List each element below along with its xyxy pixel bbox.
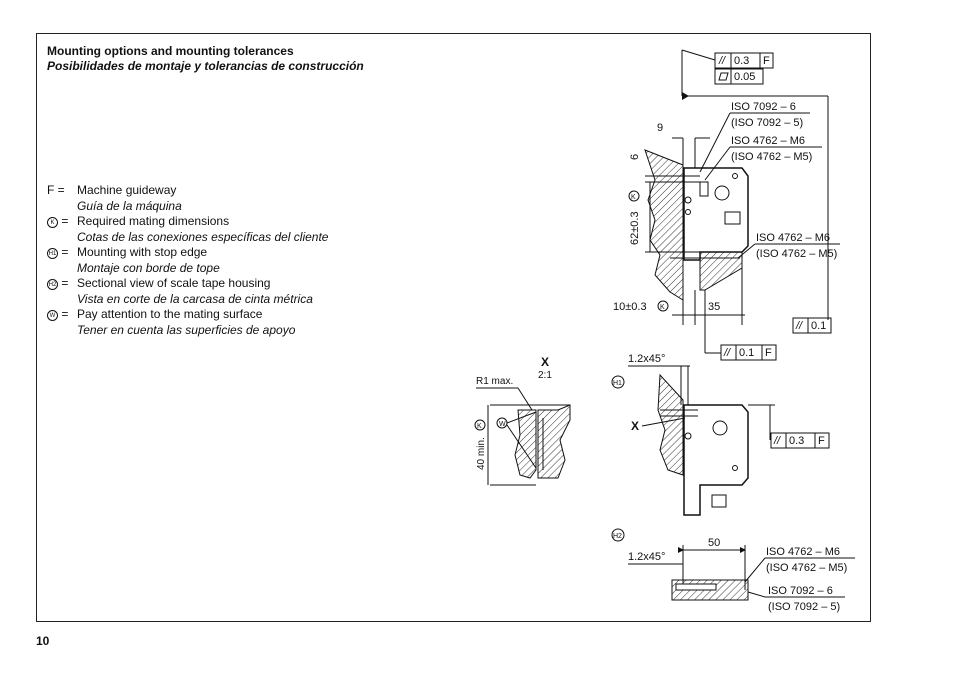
circled-w-symbol: W — [47, 310, 58, 321]
detail-scale: 2:1 — [538, 370, 552, 381]
tol-value: 0.3 — [789, 435, 804, 447]
h1-stop-edge-view: H1 1.2x45° X // 0.3 F — [611, 353, 830, 516]
legend-equals: = — [61, 276, 69, 290]
legend-item-h2: H2 = Sectional view of scale tape housin… — [47, 276, 328, 307]
iso-label: (ISO 7092 – 5) — [768, 601, 840, 613]
legend: F = Machine guideway Guía de la máquina … — [47, 183, 328, 338]
legend-item-h1: H1 = Mounting with stop edge Montaje con… — [47, 245, 328, 276]
iso-label: (ISO 4762 – M5) — [766, 562, 847, 574]
dimension-10: 10±0.3 — [613, 301, 647, 313]
dimension-6: 6 — [629, 154, 641, 160]
dimension-50: 50 — [708, 537, 720, 549]
detail-marker-x: X — [631, 419, 639, 433]
detail-x-view: X 2:1 R1 max. 40 min. K W — [474, 355, 571, 486]
svg-text://: // — [773, 435, 781, 447]
iso-label: (ISO 4762 – M5) — [731, 151, 812, 163]
dimension-62: 62±0.3 — [629, 211, 641, 245]
legend-key-f: F = — [47, 183, 65, 197]
legend-item-k: K = Required mating dimensions Cotas de … — [47, 214, 328, 245]
parallel-symbol: // — [718, 55, 726, 67]
iso-label: (ISO 4762 – M5) — [756, 248, 837, 260]
svg-text:K: K — [660, 304, 665, 311]
svg-text:K: K — [631, 194, 636, 201]
legend-translation: Tener en cuenta las superficies de apoyo — [77, 322, 296, 337]
page-title: Mounting options and mounting tolerances — [47, 44, 294, 58]
legend-equals: = — [61, 214, 69, 228]
tolerance-frame-parallelism: // 0.3 F — [714, 52, 774, 69]
dimension-35: 35 — [708, 301, 720, 313]
tolerance-frame-flatness: 0.05 — [714, 68, 764, 85]
legend-translation: Vista en corte de la carcasa de cinta mé… — [77, 291, 313, 306]
tol-value: 0.1 — [739, 347, 754, 359]
tol-value: 0.3 — [734, 55, 749, 67]
tol-datum: F — [763, 55, 770, 67]
svg-text://: // — [795, 320, 803, 332]
tol-value: 0.05 — [734, 71, 755, 83]
circled-k-symbol: K — [47, 217, 58, 228]
iso-label: ISO 4762 – M6 — [731, 135, 805, 147]
main-mounting-view: // 0.3 F 0.05 9 — [613, 49, 840, 361]
page-subtitle: Posibilidades de montaje y tolerancias d… — [47, 59, 364, 73]
legend-text: Mounting with stop edge — [77, 245, 208, 259]
tol-value: 0.1 — [811, 320, 826, 332]
dimension-40-min: 40 min. — [476, 437, 487, 470]
legend-translation: Montaje con borde de tope — [77, 260, 220, 275]
svg-text://: // — [723, 347, 731, 359]
legend-item-f: F = Machine guideway Guía de la máquina — [47, 183, 328, 214]
iso-label: (ISO 7092 – 5) — [731, 117, 803, 129]
circled-h2-symbol: H2 — [47, 279, 58, 290]
svg-text:W: W — [499, 421, 506, 428]
svg-text:H1: H1 — [613, 380, 622, 387]
legend-item-w: W = Pay attention to the mating surface … — [47, 307, 328, 338]
flatness-symbol — [718, 72, 729, 81]
detail-title-x: X — [541, 355, 549, 369]
legend-text: Required mating dimensions — [77, 214, 230, 228]
svg-text:K: K — [477, 423, 482, 430]
iso-label: ISO 4762 – M6 — [756, 232, 830, 244]
chamfer-label: 1.2x45° — [628, 353, 665, 365]
iso-label: ISO 7092 – 6 — [768, 585, 833, 597]
circled-h1-symbol: H1 — [47, 248, 58, 259]
legend-translation: Guía de la máquina — [77, 198, 182, 213]
svg-text:H2: H2 — [613, 533, 622, 540]
legend-text: Machine guideway — [77, 183, 177, 197]
legend-equals: = — [61, 245, 69, 259]
legend-equals: = — [61, 307, 69, 321]
tol-datum: F — [818, 435, 825, 447]
legend-text: Pay attention to the mating surface — [77, 307, 263, 321]
radius-label: R1 max. — [476, 376, 513, 387]
h2-section-view: H2 50 1.2x45° ISO 4762 – M6 (ISO 4762 – … — [611, 528, 855, 613]
iso-label: ISO 4762 – M6 — [766, 546, 840, 558]
legend-translation: Cotas de las conexiones específicas del … — [77, 229, 329, 244]
chamfer-label: 1.2x45° — [628, 551, 665, 563]
iso-label: ISO 7092 – 6 — [731, 101, 796, 113]
page-number: 10 — [36, 634, 50, 648]
dimension-9: 9 — [657, 122, 663, 134]
page-frame — [36, 33, 871, 622]
legend-text: Sectional view of scale tape housing — [77, 276, 271, 290]
tol-datum: F — [765, 347, 772, 359]
